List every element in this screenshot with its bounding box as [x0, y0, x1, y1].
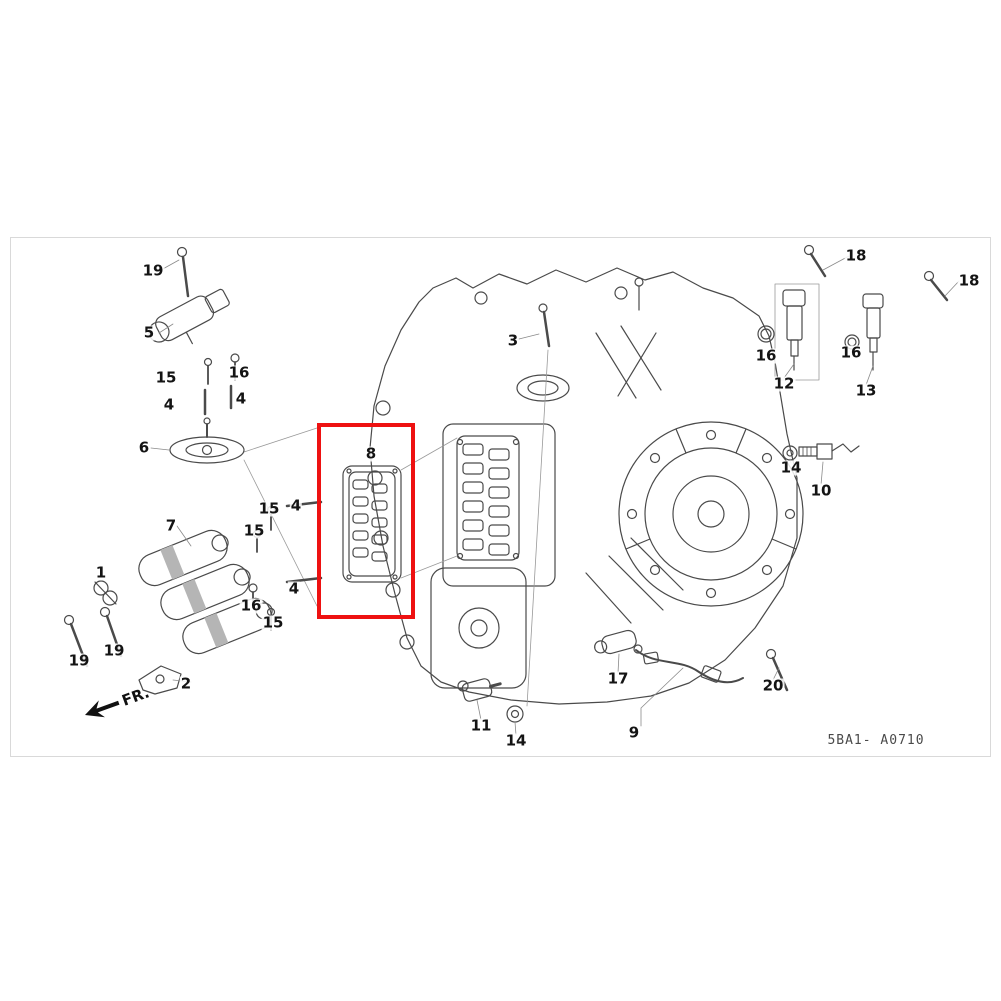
callout-10: 10	[809, 481, 833, 500]
callout-12: 12	[772, 374, 796, 393]
callout-20: 20	[761, 676, 785, 695]
callout-16: 16	[839, 343, 863, 362]
callout-19: 19	[141, 261, 165, 280]
callout-19: 19	[67, 651, 91, 670]
callout-8: 8	[364, 444, 378, 463]
solenoid-part17	[594, 629, 637, 655]
diagram-code: 5BA1- A0710	[827, 733, 925, 748]
callout-15: 15	[261, 613, 285, 632]
callout-13: 13	[854, 381, 878, 400]
bell-housing	[618, 421, 804, 607]
callout-15: 15	[257, 499, 281, 518]
callout-5: 5	[142, 323, 156, 342]
callout-4: 4	[234, 389, 248, 408]
callout-16: 16	[754, 346, 778, 365]
callout-16: 16	[227, 363, 251, 382]
callout-15: 15	[242, 521, 266, 540]
callout-9: 9	[627, 723, 641, 742]
callout-3: 3	[506, 331, 520, 350]
callout-18: 18	[844, 246, 868, 265]
callout-16: 16	[239, 596, 263, 615]
speed-sensor-part12	[757, 283, 820, 381]
callout-11: 11	[469, 716, 493, 735]
callout-4: 4	[287, 579, 301, 598]
callout-19: 19	[102, 641, 126, 660]
callout-1: 1	[94, 563, 108, 582]
callout-17: 17	[606, 669, 630, 688]
transmission-line-art	[63, 244, 960, 736]
fr-direction-label: FR.	[82, 683, 152, 723]
callout-2: 2	[179, 674, 193, 693]
bolt-part3	[538, 303, 551, 348]
callout-15: 15	[154, 368, 178, 387]
callout-18: 18	[957, 271, 981, 290]
fr-arrow-icon	[85, 700, 120, 718]
callout-7: 7	[164, 516, 178, 535]
joint-part1	[93, 580, 118, 606]
callout-4: 4	[289, 496, 303, 515]
projection-lines	[243, 349, 549, 707]
bolts-part18	[803, 244, 949, 302]
solenoid-pack-part7	[138, 529, 273, 655]
sensor-part11	[457, 678, 524, 723]
callout-6: 6	[137, 438, 151, 457]
bolt-part20	[765, 648, 789, 692]
harness-part9	[633, 644, 744, 684]
bracket-part2	[138, 665, 182, 695]
callout-14: 14	[779, 458, 803, 477]
position-sensor-part10	[782, 443, 860, 461]
separator-plate-part8	[342, 465, 402, 583]
valve-body-window	[442, 423, 556, 587]
callout-14: 14	[504, 731, 528, 750]
bolt-part19-top	[176, 246, 190, 298]
strainer-disc-part6	[169, 417, 245, 464]
transmission-case	[367, 267, 798, 705]
callout-4: 4	[162, 395, 176, 414]
speed-sensor-part13	[844, 293, 884, 371]
